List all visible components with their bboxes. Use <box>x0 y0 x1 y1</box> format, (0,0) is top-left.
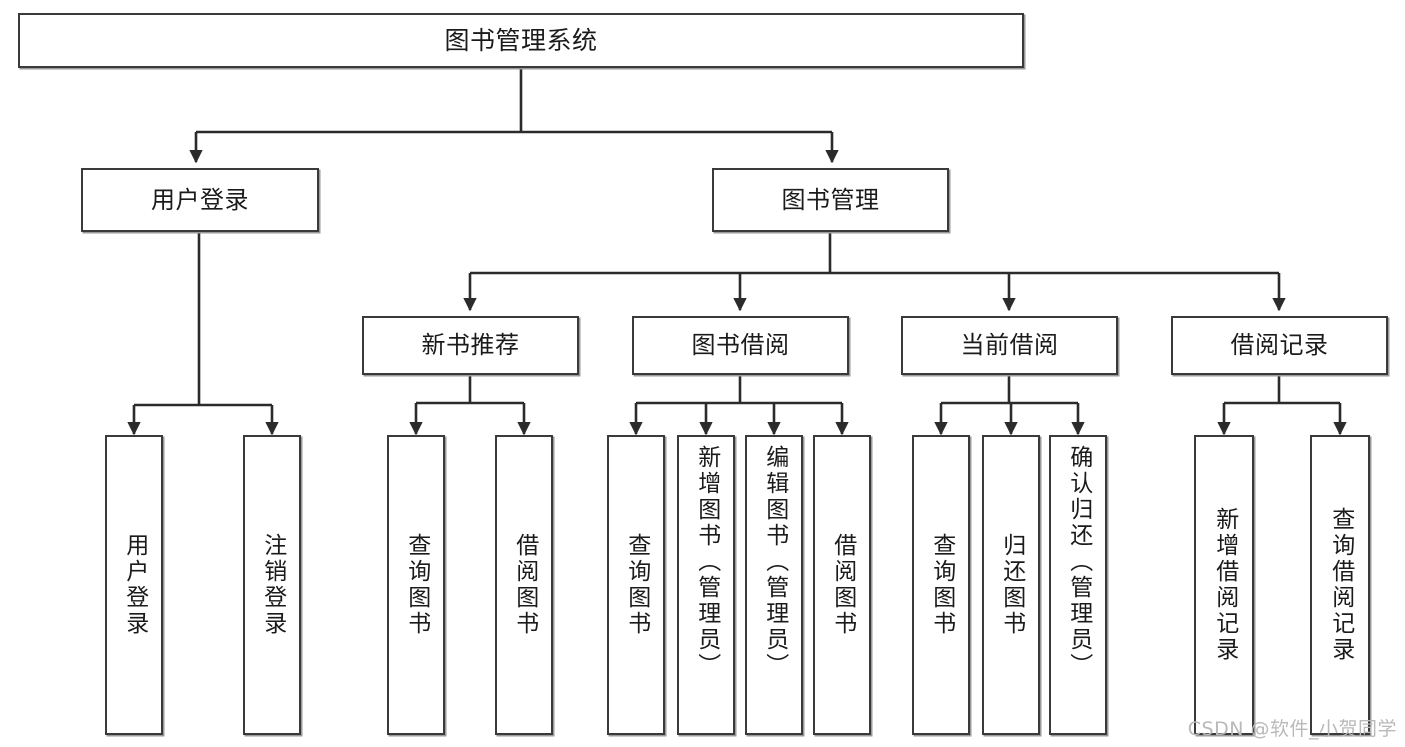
node-label: 图书管理 <box>781 185 880 214</box>
node-leaf-query-book-recommend[interactable]: 查询图书 <box>387 435 445 735</box>
node-leaf-borrow-book-recommend[interactable]: 借阅图书 <box>495 435 553 735</box>
node-user-login[interactable]: 用户登录 <box>81 168 319 232</box>
node-leaf-user-login[interactable]: 用户登录 <box>105 435 163 735</box>
node-label: 编辑图书（管理员） <box>761 445 788 679</box>
node-root-book-management-system[interactable]: 图书管理系统 <box>18 13 1024 68</box>
node-label: 新增借阅记录 <box>1211 507 1238 663</box>
node-label: 查询图书 <box>928 533 955 637</box>
node-new-book-recommend[interactable]: 新书推荐 <box>362 316 579 375</box>
node-label: 新书推荐 <box>421 331 520 360</box>
node-leaf-query-book-borrow[interactable]: 查询图书 <box>607 435 665 735</box>
node-label: 当前借阅 <box>960 331 1059 360</box>
node-label: 借阅图书 <box>829 533 856 637</box>
csdn-watermark: CSDN @软件_小贺同学 <box>1187 718 1397 740</box>
node-label: 确认归还（管理员） <box>1065 445 1092 679</box>
node-leaf-return-book[interactable]: 归还图书 <box>982 435 1040 735</box>
node-label: 用户登录 <box>121 533 148 637</box>
node-leaf-add-borrow-record[interactable]: 新增借阅记录 <box>1194 435 1254 735</box>
node-leaf-edit-book-admin[interactable]: 编辑图书（管理员） <box>745 435 803 735</box>
node-label: 新增图书（管理员） <box>693 445 720 679</box>
node-book-borrow[interactable]: 图书借阅 <box>632 316 849 375</box>
node-leaf-query-borrow-record[interactable]: 查询借阅记录 <box>1310 435 1370 735</box>
node-label: 查询图书 <box>623 533 650 637</box>
node-leaf-borrow-book-borrow[interactable]: 借阅图书 <box>813 435 871 735</box>
node-label: 归还图书 <box>998 533 1025 637</box>
node-label: 图书借阅 <box>691 331 790 360</box>
node-borrow-record[interactable]: 借阅记录 <box>1171 316 1388 375</box>
node-label: 注销登录 <box>259 533 286 637</box>
node-leaf-query-book-current[interactable]: 查询图书 <box>912 435 970 735</box>
node-leaf-confirm-return-admin[interactable]: 确认归还（管理员） <box>1049 435 1107 735</box>
node-leaf-add-book-admin[interactable]: 新增图书（管理员） <box>677 435 735 735</box>
node-book-management[interactable]: 图书管理 <box>712 168 949 232</box>
node-label: 借阅图书 <box>511 533 538 637</box>
node-label: 用户登录 <box>151 185 249 214</box>
node-current-borrow[interactable]: 当前借阅 <box>901 316 1118 375</box>
node-label: 查询借阅记录 <box>1327 507 1354 663</box>
node-label: 图书管理系统 <box>444 25 598 55</box>
node-leaf-user-logout[interactable]: 注销登录 <box>243 435 301 735</box>
node-label: 查询图书 <box>403 533 430 637</box>
node-label: 借阅记录 <box>1230 331 1329 360</box>
